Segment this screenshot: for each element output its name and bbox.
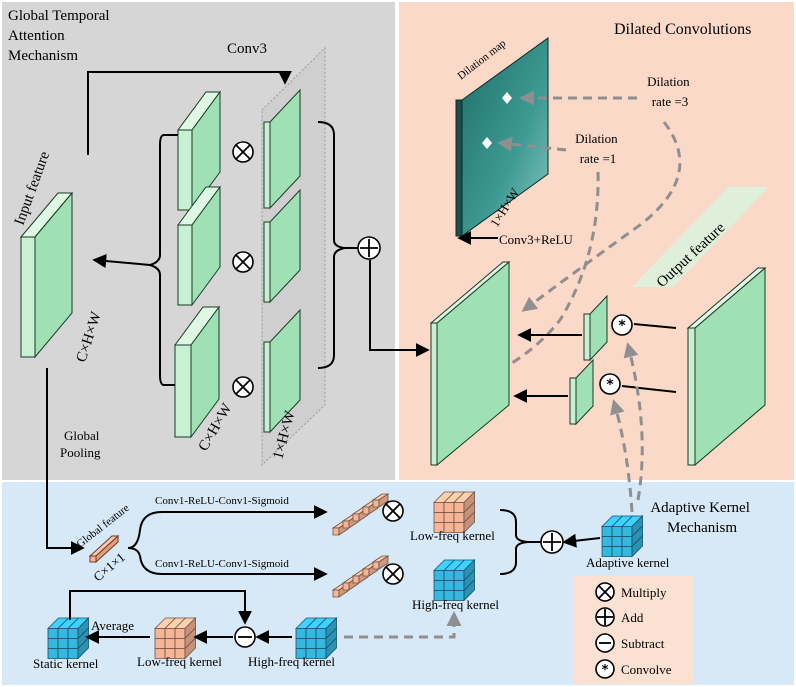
dilated-feature-map [429, 260, 511, 467]
high-freq-kernel-bottom [295, 617, 338, 660]
branch-bottom-path [127, 547, 328, 581]
branch-top-label: Conv1-ReLU-Conv1-Sigmoid [155, 495, 289, 507]
multiply-icon-1 [232, 141, 254, 163]
static-kernel-label: Static kernel [33, 656, 99, 671]
dashed-rate3-long [521, 121, 682, 312]
svg-text:*: * [618, 318, 626, 334]
convolve-icon-2: * [599, 373, 621, 395]
adaptive-kernel [601, 515, 644, 558]
legend-add-icon [595, 607, 615, 627]
legend-convolve-label: Convolve [621, 662, 672, 677]
branch-feature-map-1 [177, 90, 221, 212]
legend: Multiply Add Subtract * Convolve [595, 582, 672, 679]
multiply-icon-high [382, 563, 404, 585]
attention-map-1 [263, 88, 301, 210]
small-feature-map-2 [569, 358, 594, 426]
branch-to-input-arrow [92, 254, 151, 268]
weight-vector-bottom [331, 555, 390, 598]
attention-map-2 [263, 188, 301, 304]
attention-map-3 [263, 308, 301, 434]
branch-feature-map-3 [174, 305, 220, 439]
conv3-path [87, 70, 292, 155]
high-freq-kernel-bottom-label: High-freq kernel [248, 654, 335, 669]
branch-top-path [127, 505, 328, 549]
left-brace [146, 134, 178, 386]
multiply-icon-3 [232, 376, 254, 398]
right-map-to-conv1 [633, 323, 677, 329]
dilation-point-rate3 [502, 92, 512, 104]
dilated-title: Dilated Convolutions [614, 21, 751, 38]
add-icon-kernel [540, 530, 564, 554]
low-freq-kernel-bottom [154, 617, 197, 660]
global-feature-vector [88, 534, 120, 564]
static-to-subtract-arrow [69, 590, 252, 625]
low-freq-kernel-bottom-label: Low-freq kernel [137, 654, 222, 669]
conv3-label: Conv3 [227, 41, 267, 57]
small-feature-map-1 [583, 294, 608, 362]
dashed-adaptive-to-conv1 [623, 342, 644, 501]
multiply-icon-low [382, 500, 404, 522]
adaptive-kernel-label: Adaptive kernel [586, 555, 670, 570]
multiply-icon-2 [232, 251, 254, 273]
average-label: Average [91, 618, 134, 633]
subtract-icon-pipeline [234, 626, 256, 648]
dashed-rate1-long [480, 171, 600, 381]
global-pooling-label: Global Pooling [60, 428, 103, 460]
legend-multiply-icon [595, 582, 615, 602]
branch-bottom-label: Conv1-ReLU-Conv1-Sigmoid [155, 558, 289, 570]
dilation-rate1-label: Dilation rate =1 [575, 131, 621, 166]
svg-text:*: * [606, 377, 614, 393]
high-freq-kernel-top [433, 559, 476, 602]
legend-convolve-icon: * [595, 659, 615, 679]
legend-subtract-icon [595, 633, 615, 653]
dashed-high-to-kernel [344, 611, 462, 639]
output-side-feature-map [686, 266, 767, 467]
convolve-icon-1: * [611, 314, 633, 336]
add-icon-temporal [357, 236, 381, 260]
global-pooling-arrow [46, 368, 85, 555]
svg-text:*: * [602, 663, 609, 678]
legend-subtract-label: Subtract [621, 636, 665, 651]
static-kernel [47, 617, 90, 660]
input-feature-map [19, 191, 74, 359]
dilation-point-rate1 [482, 137, 492, 149]
temporal-title: Global Temporal Attention Mechanism [8, 8, 113, 64]
low-freq-kernel-top [433, 491, 476, 534]
dashed-rate1-to-point [497, 136, 567, 152]
low-freq-kernel-label: Low-freq kernel [410, 528, 495, 543]
legend-multiply-label: Multiply [621, 585, 667, 600]
add-to-dilated-arrow [369, 260, 430, 357]
legend-add-label: Add [621, 610, 644, 625]
high-freq-kernel-label: High-freq kernel [412, 597, 499, 612]
branch-feature-map-2 [177, 185, 221, 307]
adaptive-to-add-arrow [562, 533, 601, 548]
adaptive-title: Adaptive Kernel Mechanism [650, 500, 753, 536]
legend-box [573, 576, 694, 684]
right-map-to-conv2 [621, 385, 677, 393]
conv3-relu-label: Conv3+ReLU [499, 232, 573, 247]
weight-vector-top [331, 493, 390, 536]
dilation-rate3-label: Dilation rate =3 [647, 74, 693, 109]
